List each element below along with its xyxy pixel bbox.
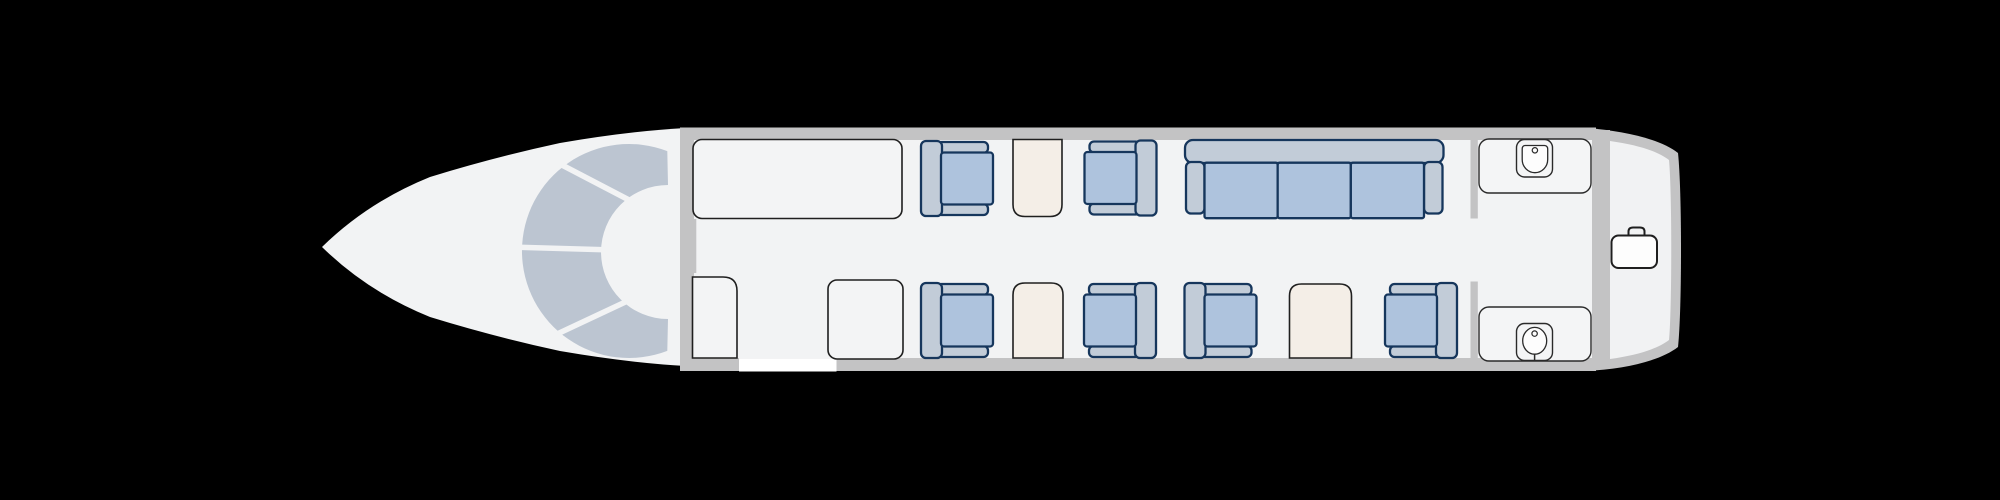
club-seat-5	[1183, 281, 1258, 360]
seat-back	[1134, 139, 1158, 217]
cabinet	[827, 279, 904, 360]
baggage-icon	[1610, 226, 1658, 269]
seat-cushion	[1383, 293, 1439, 348]
windshield-divider-2	[517, 244, 606, 253]
suitcase-handle	[1627, 226, 1646, 237]
suitcase-body	[1610, 234, 1658, 269]
side-table-2	[1012, 282, 1064, 359]
seat-back	[1133, 281, 1158, 360]
lavatory-divider-top	[1470, 139, 1478, 219]
seat-cushion	[939, 293, 995, 348]
side-table-3	[1288, 283, 1353, 359]
cabin-furniture	[691, 138, 1658, 372]
rear-bulkhead	[1592, 130, 1610, 368]
toilet-bowl	[1522, 326, 1548, 355]
lavatory-sink	[1478, 138, 1592, 194]
seat-back	[919, 281, 944, 360]
divan-sofa	[1183, 138, 1445, 220]
table-top	[1288, 283, 1353, 359]
doorway-gap	[739, 358, 837, 372]
divan-cushion	[1349, 161, 1426, 220]
toilet-flush	[1531, 330, 1538, 337]
seat-back	[1434, 281, 1459, 360]
cabin-wall-top	[680, 127, 1596, 140]
lavatory-divider-bottom	[1470, 281, 1478, 359]
club-seat-2	[1083, 139, 1158, 217]
cabinet-body	[827, 279, 904, 360]
club-seat-6	[1383, 281, 1459, 360]
entry-door	[691, 276, 738, 359]
divan-armrest	[1184, 160, 1206, 215]
divan-back	[1183, 138, 1445, 165]
lavatory-toilet	[1478, 306, 1592, 362]
club-seat-1	[919, 139, 995, 218]
windshield-divider-3	[553, 298, 629, 338]
divan-cushion	[1203, 161, 1279, 220]
seat-back	[1183, 281, 1207, 360]
club-seat-3	[919, 281, 995, 360]
table-top	[1012, 282, 1064, 359]
galley-credenza	[692, 138, 903, 220]
seat-cushion	[1082, 293, 1138, 348]
divan-cushion	[1276, 161, 1352, 220]
club-seat-4	[1082, 281, 1158, 360]
side-table-1	[1012, 138, 1063, 218]
seat-back	[919, 139, 944, 218]
cabin-wall-bottom	[680, 358, 1596, 371]
table-top	[1012, 138, 1063, 218]
cockpit-windshield	[517, 143, 668, 358]
seat-cushion	[939, 151, 995, 206]
cockpit-bulkhead-post	[680, 219, 697, 273]
credenza-body	[692, 138, 903, 220]
seat-cushion	[1083, 150, 1138, 206]
windshield-divider-1	[558, 161, 632, 203]
seat-cushion	[1203, 293, 1258, 348]
divan-armrest	[1422, 160, 1444, 215]
sink-bowl	[1521, 144, 1549, 174]
door-panel	[691, 276, 738, 359]
doorway-opening	[739, 358, 837, 372]
sink-faucet	[1531, 147, 1539, 154]
